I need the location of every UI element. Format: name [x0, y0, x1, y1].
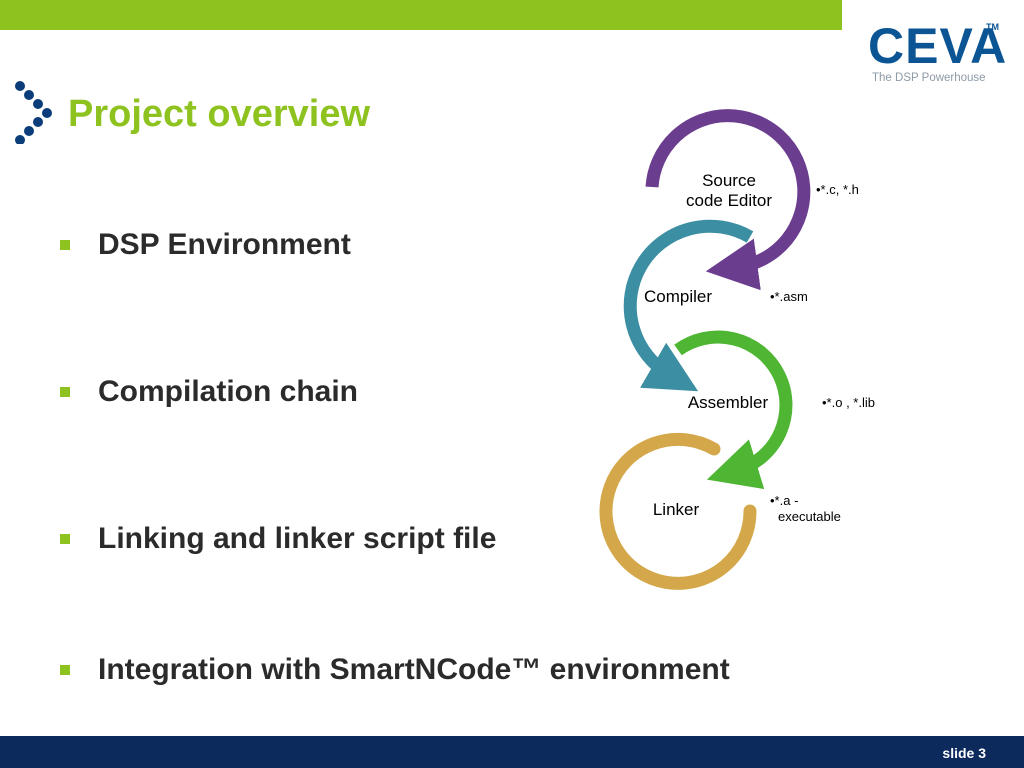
assembler-arrow	[674, 330, 793, 490]
note-object-files: •*.o , *.lib	[822, 395, 875, 410]
note-line: •*.a -	[770, 493, 799, 508]
chevron-dots-icon	[15, 81, 52, 144]
stage-label-line: Source	[702, 171, 756, 190]
bullet-text: Compilation chain	[98, 375, 359, 408]
bullet-text: DSP Environment	[98, 228, 351, 261]
ceva-logo: CEVA TM The DSP Powerhouse	[868, 20, 1006, 90]
bullet-text: Linking and linker script file	[98, 522, 497, 555]
stage-label-line: code Editor	[686, 191, 772, 210]
logo-wordmark: CEVA	[868, 18, 1008, 74]
page-title: Project overview	[68, 93, 371, 135]
footer-bar: slide 3	[0, 736, 1024, 768]
list-item: Linking and linker script file	[60, 522, 496, 556]
list-item: Integration with SmartNCode™ environment	[60, 653, 730, 687]
compilation-chain-diagram: Source code Editor Compiler Assembler Li…	[590, 105, 1010, 605]
linker-ring	[599, 432, 757, 590]
list-item: Compilation chain	[60, 375, 358, 409]
top-accent-bar	[0, 0, 842, 30]
note-source-files: •*.c, *.h	[816, 182, 859, 197]
stage-linker: Linker	[652, 500, 700, 519]
slide-number: slide 3	[942, 745, 986, 761]
stage-assembler: Assembler	[687, 393, 769, 412]
logo-trademark: TM	[986, 22, 999, 32]
stage-source-editor: Source code Editor	[674, 171, 784, 211]
logo-tagline: The DSP Powerhouse	[872, 72, 986, 84]
stage-compiler: Compiler	[643, 287, 713, 306]
cycle-arrows-graphic	[599, 109, 811, 590]
list-item: DSP Environment	[60, 228, 351, 262]
compiler-arrow	[623, 219, 754, 392]
source-editor-arrow	[645, 109, 811, 291]
bullet-square-icon	[60, 534, 70, 544]
note-executable: •*.a - executable	[770, 493, 841, 525]
bullet-text: Integration with SmartNCode™ environment	[98, 653, 730, 686]
bullet-square-icon	[60, 240, 70, 250]
bullet-square-icon	[60, 387, 70, 397]
note-line: executable	[778, 509, 841, 524]
bullet-square-icon	[60, 665, 70, 675]
note-asm-files: •*.asm	[770, 289, 808, 304]
